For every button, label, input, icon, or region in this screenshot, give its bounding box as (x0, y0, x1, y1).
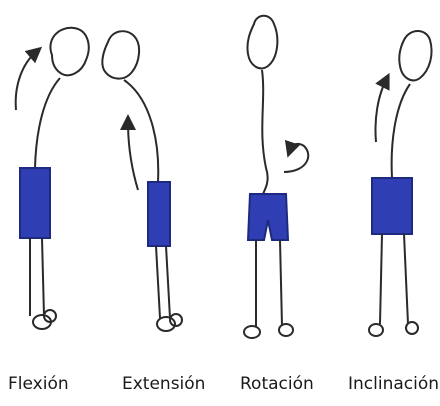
label-inclination: Inclinación (348, 374, 439, 394)
flexion-head (50, 28, 88, 75)
extension-figure (102, 31, 182, 331)
extension-arrow (128, 122, 138, 190)
extension-legs (156, 246, 170, 318)
inclination-legs (380, 234, 408, 324)
label-flexion: Flexión (8, 374, 69, 394)
inclination-spine (392, 84, 410, 178)
flexion-arrow (16, 52, 36, 110)
label-rotation: Rotación (240, 374, 314, 394)
inclination-figure (369, 31, 432, 336)
inclination-head (399, 31, 431, 80)
inclination-arrow (375, 80, 386, 142)
rotation-head (247, 16, 277, 69)
inclination-feet (369, 324, 383, 336)
rotation-legs (256, 240, 282, 326)
extension-shorts (148, 182, 170, 246)
rotation-shorts (248, 194, 288, 240)
rotation-arrow (284, 144, 308, 172)
inclination-foot-2 (406, 322, 418, 334)
extension-head (102, 31, 139, 78)
rotation-foot-2 (279, 324, 293, 336)
rotation-spine (262, 70, 268, 196)
rotation-feet (244, 326, 260, 338)
label-extension: Extensión (122, 374, 205, 394)
flexion-legs (30, 238, 44, 316)
extension-foot-2 (170, 314, 182, 326)
flexion-spine (35, 78, 60, 168)
rotation-figure (244, 16, 308, 338)
flexion-figure (16, 28, 89, 329)
inclination-shorts (372, 178, 412, 234)
flexion-shorts (20, 168, 50, 238)
